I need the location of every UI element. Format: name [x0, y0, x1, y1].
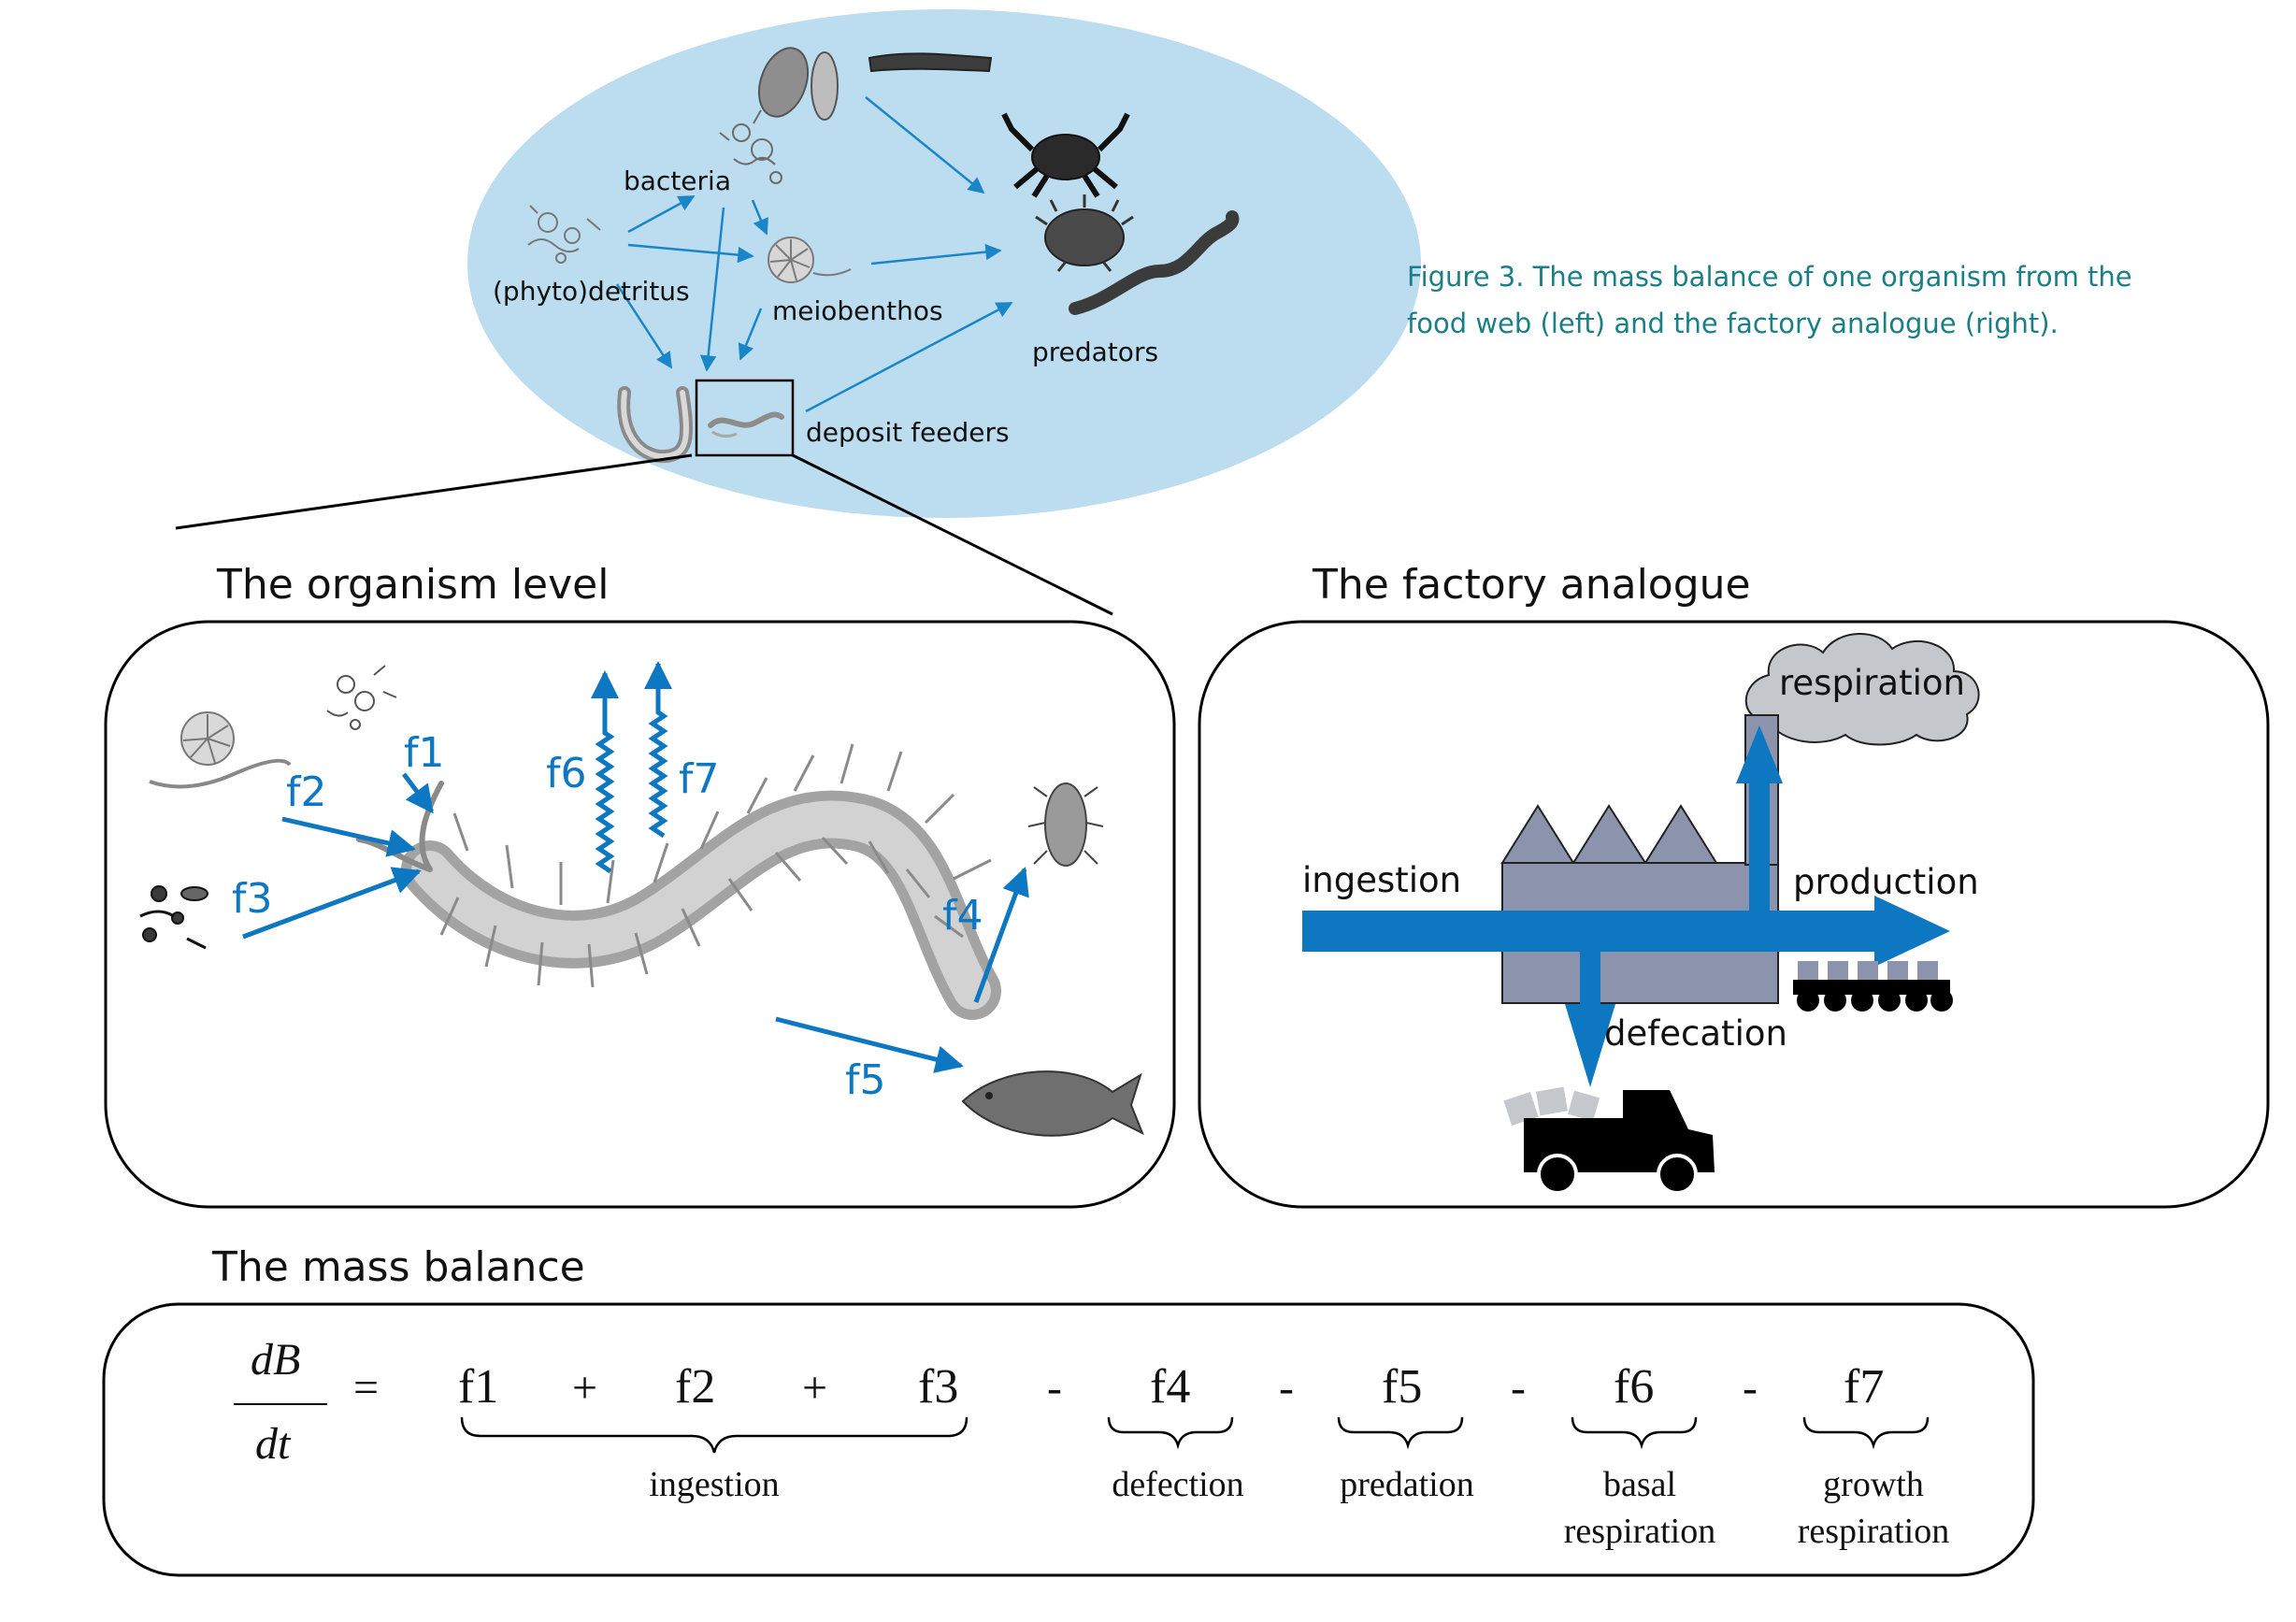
defecation-flow	[1580, 944, 1600, 1008]
op-minus-4: -	[1743, 1363, 1758, 1413]
label-f6: f6	[546, 750, 586, 797]
deposit-feeder-left-icon	[617, 386, 693, 464]
term-f4: f4	[1150, 1360, 1190, 1414]
op-plus-2: +	[802, 1363, 827, 1413]
defecation-arrowhead	[1565, 1004, 1615, 1087]
urchin-icon	[1035, 194, 1134, 272]
flow-labels: f1 f2 f3 f4 f5 f6 f7	[232, 729, 983, 1104]
label-respiration: respiration	[1779, 663, 1965, 703]
arrow-f7	[644, 661, 672, 839]
brace-predation	[1337, 1416, 1464, 1450]
label-f7: f7	[679, 755, 719, 803]
factory-panel-title: The factory analogue	[1312, 561, 1751, 609]
bacteria-small-icon	[326, 665, 397, 730]
respiration-flow	[1749, 780, 1770, 916]
respiration-arrowhead	[1736, 725, 1783, 783]
mass-balance-title: The mass balance	[211, 1243, 585, 1291]
meiobenthos-small-icon	[149, 711, 292, 789]
cloud-icon	[1744, 633, 1980, 746]
bacteria-icon	[719, 109, 782, 184]
brace-basal	[1571, 1416, 1698, 1450]
zoom-lines	[175, 453, 1113, 616]
arrow-f1	[402, 772, 434, 814]
train-wagon-icon	[1793, 961, 1953, 1012]
crab-icon	[1001, 112, 1130, 198]
equation: dB dt = f1 + f2 + f3 - f4 - f5 - f6 - f7	[234, 1335, 1884, 1469]
term-f3: f3	[918, 1360, 958, 1414]
label-growth-line2: respiration	[1798, 1512, 1950, 1551]
organism-panel	[104, 620, 1176, 1209]
label-deposit-feeders: deposit feeders	[806, 417, 1010, 448]
deposit-feeder-icon	[708, 411, 784, 438]
worm-top-icon	[868, 52, 993, 73]
arrow-f3	[242, 867, 422, 940]
op-minus-2: -	[1279, 1363, 1294, 1413]
flatfish-icon	[961, 1070, 1144, 1137]
label-detritus: (phyto)detritus	[493, 276, 690, 307]
label-production: production	[1793, 862, 1979, 902]
crustacean-predator-icon	[1027, 782, 1104, 867]
label-ingestion: ingestion	[1302, 860, 1461, 900]
figure-caption-line2: food web (left) and the factory analogue…	[1407, 308, 2059, 339]
bivalve-icon	[757, 47, 839, 121]
term-f5: f5	[1382, 1360, 1422, 1414]
derivative-denominator: dt	[255, 1419, 292, 1469]
brace-labels: ingestion defection predation basal resp…	[649, 1465, 1949, 1551]
production-arrowhead	[1874, 896, 1950, 967]
op-minus-3: -	[1511, 1363, 1526, 1413]
label-predators: predators	[1032, 337, 1158, 367]
label-growth-line1: growth	[1823, 1465, 1924, 1504]
food-web-arrows	[615, 96, 1013, 413]
label-bacteria: bacteria	[624, 165, 731, 196]
organism-panel-title: The organism level	[216, 561, 609, 609]
polychaete-predator-icon	[1069, 210, 1240, 315]
arrow-f2	[281, 816, 416, 857]
label-f3: f3	[232, 875, 272, 923]
label-f4: f4	[942, 892, 983, 940]
label-f1: f1	[404, 729, 444, 777]
figure-caption-line1: Figure 3. The mass balance of one organi…	[1407, 261, 2132, 293]
detritus-icon	[527, 205, 601, 264]
factory-roof	[1500, 804, 1718, 865]
label-defecation: defecation	[1604, 1013, 1787, 1054]
polychaete-worm-icon	[356, 743, 1001, 1020]
equals-sign: =	[353, 1363, 379, 1413]
term-f2: f2	[675, 1360, 715, 1414]
term-f6: f6	[1614, 1360, 1654, 1414]
factory-panel	[1198, 620, 2270, 1209]
label-ingestion-brace: ingestion	[649, 1465, 779, 1504]
brace-defection	[1107, 1416, 1234, 1450]
food-web-ellipse	[467, 9, 1421, 518]
label-basal-line2: respiration	[1564, 1512, 1716, 1551]
term-f7: f7	[1844, 1360, 1884, 1414]
truck-icon	[1503, 1086, 1715, 1195]
brace-ingestion	[460, 1416, 969, 1454]
label-predation-brace: predation	[1340, 1465, 1474, 1504]
deposit-feeder-highlight-box	[695, 379, 795, 457]
term-f1: f1	[458, 1360, 498, 1414]
label-meiobenthos: meiobenthos	[772, 295, 943, 326]
factory-illustration: respiration ingestion production defecat…	[1302, 633, 1980, 1195]
detritus-small-icon	[139, 885, 208, 950]
label-basal-line1: basal	[1603, 1465, 1676, 1504]
food-web: bacteria (phyto)detritus meiobenthos pre…	[467, 9, 1421, 518]
derivative-numerator: dB	[251, 1335, 300, 1385]
meiobenthos-icon	[768, 237, 852, 283]
organism-illustration: f1 f2 f3 f4 f5 f6 f7	[139, 661, 1144, 1137]
label-f5: f5	[845, 1056, 885, 1104]
arrow-f5	[775, 1016, 964, 1073]
op-minus-1: -	[1047, 1363, 1062, 1413]
arrow-f6	[591, 670, 619, 874]
mass-balance-panel	[102, 1302, 2035, 1577]
braces	[460, 1416, 1930, 1454]
brace-growth	[1802, 1416, 1930, 1450]
label-f2: f2	[286, 768, 326, 816]
label-defection-brace: defection	[1112, 1465, 1243, 1504]
flow-arrows	[242, 661, 1029, 1073]
arrow-f4	[973, 867, 1029, 1003]
op-plus-1: +	[572, 1363, 597, 1413]
